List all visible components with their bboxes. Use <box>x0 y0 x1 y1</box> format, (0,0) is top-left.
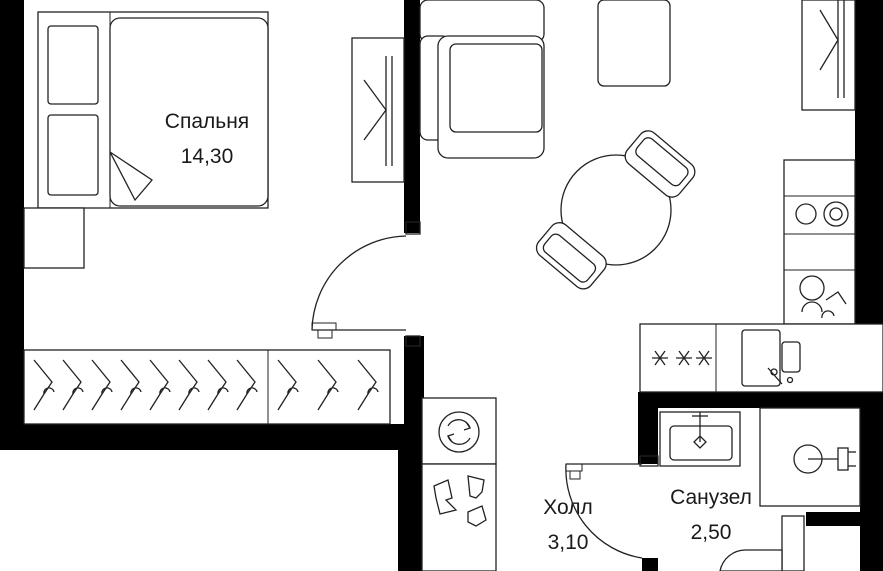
washbasin <box>659 411 741 467</box>
wall-partition-lower <box>404 336 424 450</box>
hanger-icon <box>91 359 113 411</box>
wall-left <box>0 0 24 450</box>
chair-bottom <box>535 222 607 290</box>
sofa <box>419 0 545 159</box>
bathroom: Санузел 2,50 <box>659 407 861 571</box>
hall-area: 3,10 <box>548 531 589 554</box>
dining-set <box>535 130 696 290</box>
toilet <box>719 515 805 571</box>
bedroom-name: Спальня <box>165 110 249 133</box>
hangers <box>33 359 379 411</box>
wall-cabinet <box>801 0 856 111</box>
oven-knob-left <box>795 203 817 225</box>
hanger-icon <box>317 359 339 411</box>
wall-partition-upper <box>404 0 420 233</box>
bedroom-door[interactable] <box>311 235 407 339</box>
shoe-cabinet <box>421 463 497 571</box>
living-area <box>351 0 856 290</box>
hanger-icon <box>357 359 379 411</box>
wall-bath-top <box>638 392 883 408</box>
bathroom-area: 2,50 <box>691 521 732 544</box>
bathroom-name: Санузел <box>670 486 752 509</box>
hall: Холл 3,10 <box>421 397 593 571</box>
wardrobe <box>23 349 391 425</box>
nightstand <box>23 207 85 269</box>
bedroom-area: 14,30 <box>181 145 234 168</box>
wall-right-upper <box>855 0 883 324</box>
wall-bath-left <box>638 392 658 464</box>
coffee-table <box>597 0 671 87</box>
kitchen-sink <box>741 329 801 387</box>
bed <box>37 11 269 209</box>
hanger-icon <box>207 359 229 411</box>
burner-icon <box>652 350 668 366</box>
oven-knob-right <box>823 201 849 227</box>
wall-bedroom-bottom <box>0 424 422 450</box>
wall-bath-door-jamb <box>642 558 658 571</box>
hanger-icon <box>149 359 171 411</box>
cooktop <box>652 350 712 366</box>
burner-icon <box>676 350 692 366</box>
hanger-icon <box>33 359 55 411</box>
wall-bath-bottom-stub <box>806 512 866 526</box>
wall-hall-left <box>398 424 422 571</box>
kitchen <box>639 159 883 393</box>
chair-top <box>624 130 696 198</box>
burner-icon <box>696 350 712 366</box>
hanger-icon <box>236 359 258 411</box>
hanger-icon <box>277 359 299 411</box>
hanger-icon <box>120 359 142 411</box>
shower <box>759 407 861 507</box>
bedroom: Спальня 14,30 <box>23 11 391 425</box>
hanger-icon <box>178 359 200 411</box>
wall-bath-right <box>860 392 883 571</box>
hanger-icon <box>62 359 84 411</box>
door-jambs <box>405 221 659 467</box>
washer <box>421 397 497 465</box>
tv-unit <box>351 37 405 183</box>
bathroom-door[interactable] <box>565 463 643 559</box>
hall-name: Холл <box>543 496 593 519</box>
dining-table <box>560 154 672 266</box>
